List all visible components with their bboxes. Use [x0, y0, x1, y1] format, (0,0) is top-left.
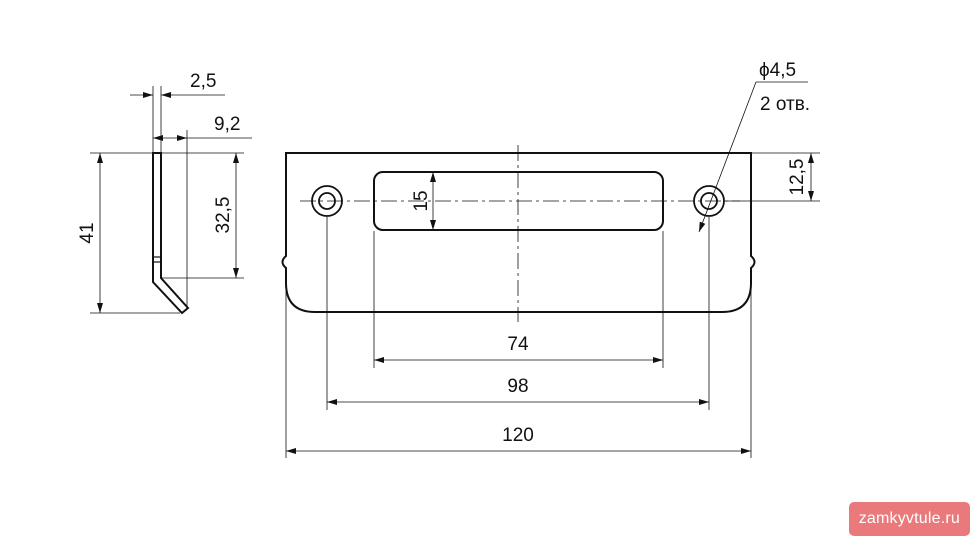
hole-offset-dimension-label: 12,5	[787, 159, 808, 196]
slot-length-dimension-label: 74	[507, 334, 529, 355]
watermark-text: zamkyvtule.ru	[858, 510, 960, 527]
hole-spacing-dimension-label: 98	[507, 376, 528, 397]
side-view	[90, 86, 252, 315]
slot-height-dimension-label: 15	[411, 190, 432, 211]
hole-leader-line	[698, 81, 757, 233]
strike-plate-outline	[281, 152, 756, 313]
front-view	[281, 81, 820, 458]
thickness-dimension-label: 2,5	[190, 71, 216, 92]
height-dimension-label: 41	[77, 222, 98, 243]
hole-height-dimension-label: 32,5	[213, 197, 234, 234]
depth-dimension-label: 9,2	[214, 114, 240, 135]
side-profile-outline	[152, 152, 190, 315]
watermark-badge: zamkyvtule.ru	[848, 502, 970, 536]
hole-count-label: 2 отв.	[760, 94, 810, 115]
total-length-dimension-label: 120	[502, 425, 534, 446]
hole-diameter-label: ϕ4,5	[759, 60, 796, 81]
